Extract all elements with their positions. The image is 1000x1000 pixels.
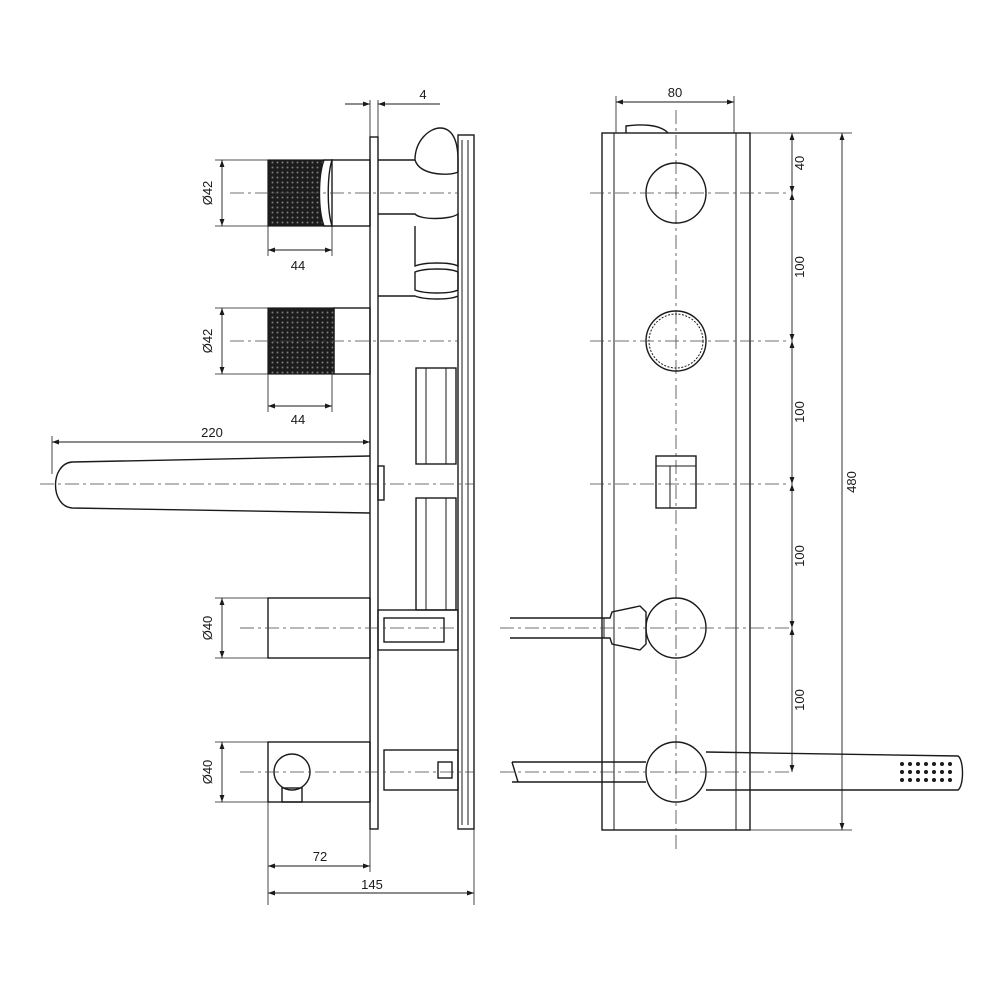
dimension-spout-length: 220 xyxy=(51,425,371,474)
front-outlet-lower xyxy=(500,741,964,803)
dimension-outlet2-diameter: Ø40 xyxy=(200,741,268,803)
dim-plate-width-label: 80 xyxy=(668,85,682,100)
dim-spacing-3-label: 100 xyxy=(792,545,807,567)
dim-spacing-2-label: 100 xyxy=(792,401,807,423)
front-knob-middle xyxy=(590,310,790,372)
front-outlet-upper xyxy=(500,597,790,659)
dim-total-depth-label: 145 xyxy=(361,877,383,892)
dim-handle1-diameter-label: Ø42 xyxy=(200,181,215,206)
front-knob-top xyxy=(590,162,790,224)
dimension-outlet1-diameter: Ø40 xyxy=(200,597,268,659)
dimension-total-depth: 145 xyxy=(268,829,475,905)
shower-head-nozzles xyxy=(900,762,952,782)
dim-spacing-1-label: 100 xyxy=(792,256,807,278)
front-spout xyxy=(590,455,790,509)
front-view: 80 40 100 100 100 100 xyxy=(500,85,964,850)
dim-handle2-length-label: 44 xyxy=(291,412,305,427)
dimension-vertical-chain: 40 100 100 100 100 xyxy=(750,132,852,831)
dimension-outlet-projection: 72 xyxy=(267,802,371,905)
dimension-handle2-diameter: Ø42 xyxy=(200,307,268,375)
dimension-plate-width: 80 xyxy=(615,85,735,133)
wall-plate xyxy=(369,136,379,830)
side-view: 4 Ø42 44 Ø42 44 xyxy=(40,87,475,905)
knurled-handle-middle xyxy=(230,307,458,375)
valve-bodies xyxy=(377,127,459,791)
dimension-handle1-length: 44 xyxy=(267,226,333,273)
rear-body xyxy=(457,134,475,830)
dimension-total-height: 480 xyxy=(839,133,859,830)
dim-outlet-projection-label: 72 xyxy=(313,849,327,864)
dim-spacing-4-label: 100 xyxy=(792,689,807,711)
outlet-lower xyxy=(240,741,474,803)
dim-outlet2-diameter-label: Ø40 xyxy=(200,760,215,785)
dimension-handle1-diameter: Ø42 xyxy=(200,159,268,227)
outlet-upper xyxy=(240,597,458,659)
dim-total-height-label: 480 xyxy=(844,471,859,493)
dim-top-offset-label: 40 xyxy=(792,156,807,170)
dim-handle1-length-label: 44 xyxy=(291,258,305,273)
dimension-handle2-length: 44 xyxy=(267,374,333,427)
dim-outlet1-diameter-label: Ø40 xyxy=(200,616,215,641)
dim-spout-length-label: 220 xyxy=(201,425,223,440)
dimension-plate-thickness: 4 xyxy=(345,87,440,137)
dim-plate-thickness-label: 4 xyxy=(419,87,426,102)
spout xyxy=(40,455,474,514)
dim-handle2-diameter-label: Ø42 xyxy=(200,329,215,354)
